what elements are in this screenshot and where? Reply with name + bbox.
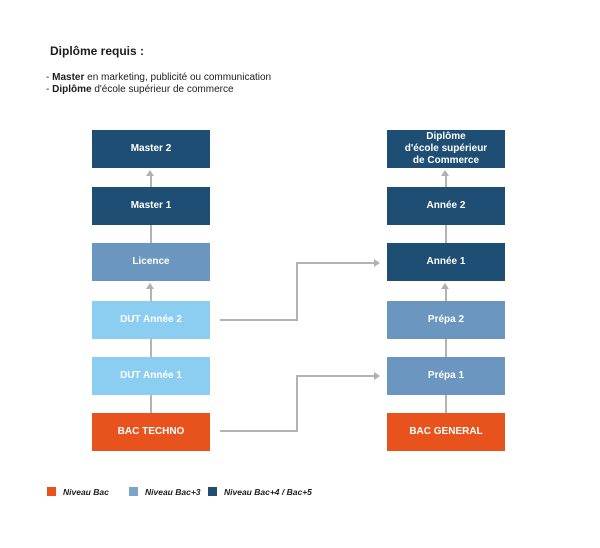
legend-label: Niveau Bac+3 [145, 486, 201, 497]
connector-line [445, 225, 447, 243]
legend-item-niveau-bac: Niveau Bac [47, 486, 109, 497]
legend-swatch-orange [47, 487, 56, 496]
connector-line [445, 339, 447, 357]
box-prepa-2: Prépa 2 [387, 301, 505, 339]
connector-line [150, 176, 152, 187]
connector-line [150, 225, 152, 243]
box-diplome-ecole-commerce: Diplôme d'école supérieur de Commerce [387, 130, 505, 168]
connector-line [150, 289, 152, 301]
up-arrow-icon [146, 170, 154, 176]
box-master-2: Master 2 [92, 130, 210, 168]
up-arrow-icon [441, 283, 449, 289]
legend-label: Niveau Bac [63, 486, 109, 497]
right-arrow-icon [374, 259, 380, 267]
connector-line [296, 375, 298, 432]
legend-swatch-darkblue [208, 487, 217, 496]
connector-line [220, 319, 298, 321]
up-arrow-icon [146, 283, 154, 289]
box-annee-2: Année 2 [387, 187, 505, 225]
connector-line [445, 289, 447, 301]
connector-line [220, 430, 298, 432]
connector-line [150, 395, 152, 413]
connector-line [445, 395, 447, 413]
box-bac-general: BAC GENERAL [387, 413, 505, 451]
legend-swatch-blue [129, 487, 138, 496]
box-annee-1: Année 1 [387, 243, 505, 281]
box-dut-annee-2: DUT Année 2 [92, 301, 210, 339]
box-master-1: Master 1 [92, 187, 210, 225]
connector-line [445, 176, 447, 187]
legend-item-niveau-bac3: Niveau Bac+3 [129, 486, 201, 497]
connector-line [150, 339, 152, 357]
page-title: Diplôme requis : [50, 44, 145, 58]
right-arrow-icon [374, 372, 380, 380]
box-dut-annee-1: DUT Année 1 [92, 357, 210, 395]
requirements-list: - Master en marketing, publicité ou comm… [46, 72, 271, 95]
box-licence: Licence [92, 243, 210, 281]
box-bac-techno: BAC TECHNO [92, 413, 210, 451]
box-prepa-1: Prépa 1 [387, 357, 505, 395]
connector-line [296, 262, 298, 321]
connector-line [296, 262, 374, 264]
legend-item-niveau-bac45: Niveau Bac+4 / Bac+5 [208, 486, 312, 497]
connector-line [296, 375, 374, 377]
up-arrow-icon [441, 170, 449, 176]
legend-label: Niveau Bac+4 / Bac+5 [224, 486, 312, 497]
requirement-item: - Master en marketing, publicité ou comm… [46, 72, 272, 83]
requirement-item: - Diplôme d'école supérieur de commerce [46, 83, 234, 95]
